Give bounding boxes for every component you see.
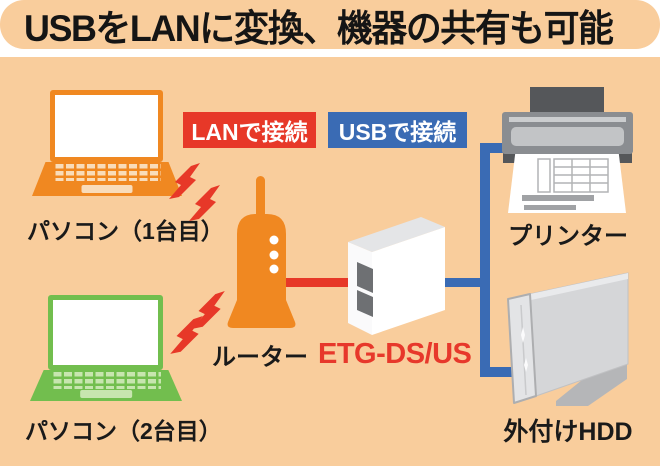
router-led — [269, 235, 279, 245]
usb-connection-badge: USBで接続 — [328, 112, 467, 148]
diagram-stage: LANで接続 USBで接続 パソコン（1台目） パソコン（2台目） — [0, 57, 660, 466]
lightning-bolt-icon — [167, 316, 203, 354]
router-led — [269, 250, 279, 260]
converter-illustration — [345, 210, 450, 340]
title-banner: USBをLANに変換、機器の共有も可能 — [0, 0, 660, 49]
pc1-keyboard-base — [32, 162, 182, 196]
printer-tray — [530, 87, 604, 115]
hdd-label: 外付けHDD — [503, 418, 633, 446]
printer-paper-table — [537, 158, 609, 193]
lan-connection-badge: LANで接続 — [183, 112, 316, 148]
lightning-bolt-icon — [187, 185, 221, 223]
printer-slot — [509, 117, 626, 122]
usb-badge-label: USBで接続 — [338, 119, 457, 145]
converter-port — [357, 290, 373, 317]
lan-badge-label: LANで接続 — [191, 119, 308, 145]
router-label: ルーター — [212, 344, 308, 371]
pc2-label: パソコン（2台目） — [25, 418, 222, 444]
converter-label: ETG-DS/US — [318, 338, 472, 370]
printer-paper-bar — [522, 195, 594, 201]
pc2-touchpad — [80, 390, 132, 398]
hdd-illustration — [500, 265, 640, 410]
pc1-screen — [50, 90, 163, 162]
usb-cable-to-converter — [443, 278, 489, 287]
printer-illustration — [500, 85, 635, 215]
router-led — [269, 264, 279, 274]
lightning-bolt-icon — [167, 163, 201, 201]
pc1-keyboard-keys — [53, 164, 161, 181]
converter-port — [357, 262, 373, 293]
hdd-front-bezel — [507, 293, 537, 404]
printer-paper-bar — [524, 205, 576, 210]
pc1-label: パソコン（1台目） — [27, 218, 224, 244]
hdd-indicator — [521, 327, 525, 343]
pc2-screen — [48, 295, 163, 370]
diagram-title: USBをLANに変換、機器の共有も可能 — [24, 7, 614, 49]
lan-cable-line — [284, 278, 354, 287]
usb-cable-to-printer — [480, 143, 509, 153]
hdd-indicator — [524, 358, 528, 372]
pc2-keyboard-keys — [51, 372, 161, 389]
hdd-top-edge — [530, 273, 628, 300]
router-illustration — [222, 174, 302, 332]
pc2-keyboard-base — [30, 370, 182, 401]
printer-panel — [511, 127, 624, 146]
hdd-stand — [556, 364, 627, 406]
converter-front-face — [372, 227, 445, 335]
usb-cable-trunk — [480, 143, 490, 377]
hdd-bezel-seam — [520, 304, 527, 396]
pc1-touchpad — [81, 185, 133, 193]
router-body — [227, 214, 296, 328]
converter-top-face — [348, 217, 445, 252]
usb-cable-to-hdd — [480, 367, 514, 377]
printer-label: プリンター — [508, 223, 628, 250]
